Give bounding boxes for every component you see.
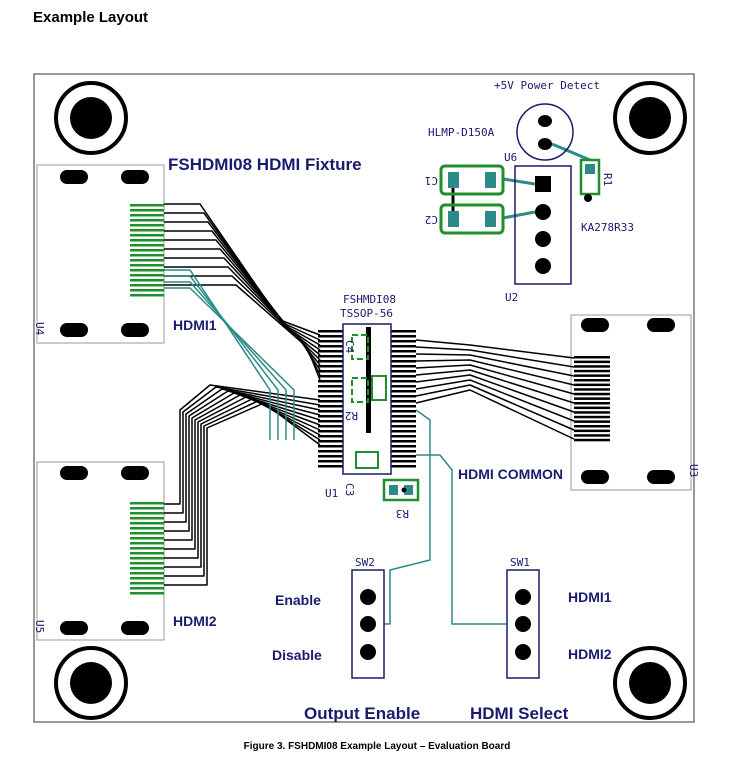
u1-label: U1 bbox=[325, 487, 338, 500]
disable-label: Disable bbox=[272, 647, 322, 663]
connector-u3 bbox=[570, 314, 692, 491]
u3-label: U3 bbox=[687, 464, 700, 477]
capacitor-c2 bbox=[439, 203, 505, 235]
hdmi-select-label: HDMI Select bbox=[470, 704, 569, 723]
r2-label: R2 bbox=[345, 409, 358, 422]
u6-label: U6 bbox=[504, 151, 517, 164]
sw1-label: SW1 bbox=[510, 556, 530, 569]
select-hdmi1-label: HDMI1 bbox=[568, 589, 612, 605]
figure-caption: Figure 3. FSHDMI08 Example Layout – Eval… bbox=[243, 741, 511, 752]
connector-u4 bbox=[36, 164, 165, 344]
connector-u5 bbox=[36, 461, 165, 641]
mounting-hole-top-right bbox=[613, 81, 687, 155]
r1-label: R1 bbox=[601, 173, 614, 186]
u5-label: U5 bbox=[33, 620, 46, 633]
sw2-label: SW2 bbox=[355, 556, 375, 569]
c3-label: C3 bbox=[343, 483, 356, 496]
capacitor-c1 bbox=[439, 164, 505, 196]
c4-label: C4 bbox=[343, 340, 356, 354]
switch-sw2 bbox=[351, 569, 385, 679]
led-u6 bbox=[516, 103, 574, 161]
chip-package-label: TSSOP-56 bbox=[340, 307, 393, 320]
switch-sw1 bbox=[506, 569, 540, 679]
mounting-hole-bottom-right bbox=[613, 646, 687, 720]
hdmi1-connector-label: HDMI1 bbox=[173, 317, 217, 333]
regulator-part-label: KA278R33 bbox=[581, 221, 634, 234]
board-title: FSHDMI08 HDMI Fixture bbox=[168, 155, 362, 174]
led-part-label: HLMP-D150A bbox=[428, 126, 495, 139]
hdmi-common-label: HDMI COMMON bbox=[458, 466, 563, 482]
power-detect-label: +5V Power Detect bbox=[494, 79, 600, 92]
chip-part-label: FSHMDI08 bbox=[343, 293, 396, 306]
mounting-hole-top-left bbox=[54, 81, 128, 155]
output-enable-label: Output Enable bbox=[304, 704, 420, 723]
section-heading: Example Layout bbox=[33, 9, 149, 26]
c2-label: C2 bbox=[425, 213, 438, 226]
hdmi2-connector-label: HDMI2 bbox=[173, 613, 217, 629]
enable-label: Enable bbox=[275, 592, 321, 608]
mounting-hole-bottom-left bbox=[54, 646, 128, 720]
select-hdmi2-label: HDMI2 bbox=[568, 646, 612, 662]
regulator-u2 bbox=[514, 165, 572, 285]
board-outline bbox=[33, 73, 695, 723]
r3-label: R3 bbox=[396, 507, 409, 520]
c1-label: C1 bbox=[425, 174, 438, 187]
u4-label: U4 bbox=[33, 322, 46, 336]
chip-u1 bbox=[318, 323, 420, 502]
traces bbox=[164, 142, 591, 625]
u2-label: U2 bbox=[505, 291, 518, 304]
resistor-r1 bbox=[579, 158, 601, 202]
